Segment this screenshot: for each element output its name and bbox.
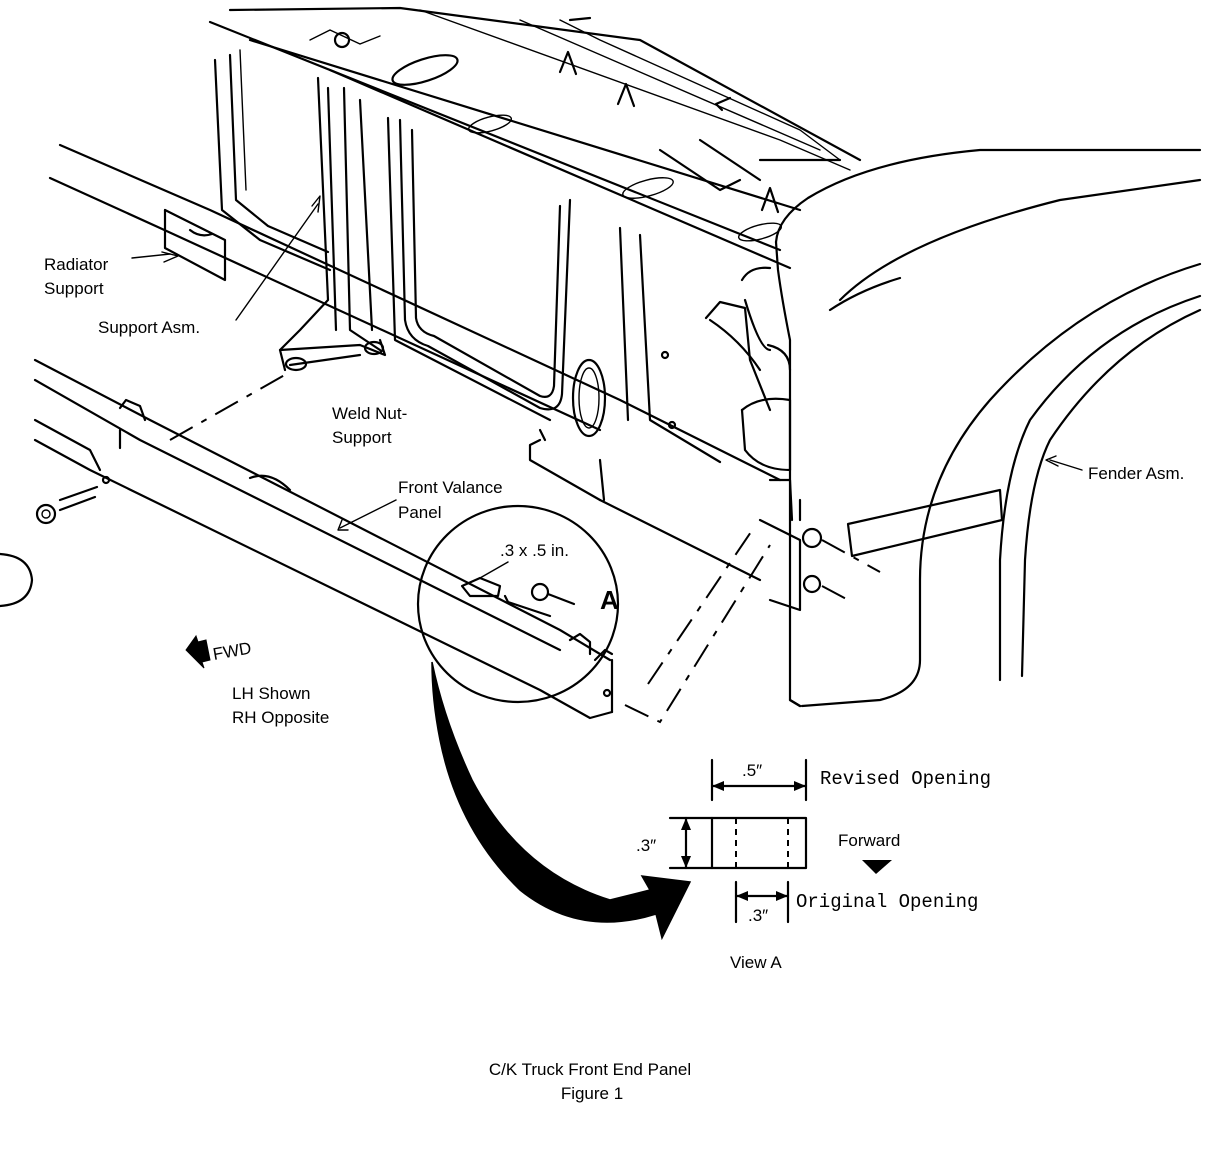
label-weld-nut-line1: Weld Nut- <box>332 404 407 423</box>
lower-support-structure <box>48 143 802 612</box>
view-a-title: View A <box>730 953 782 972</box>
fender-assembly <box>774 148 1202 708</box>
front-valance-panel <box>33 358 614 720</box>
bolt-center <box>530 582 576 606</box>
view-a-magnifier-circle <box>416 504 620 704</box>
label-fender-asm: Fender Asm. <box>1088 464 1184 483</box>
view-a-dim-original: .3″ <box>748 906 768 925</box>
view-a-revised-opening: Revised Opening <box>820 768 991 790</box>
fwd-arrow-icon <box>185 634 211 669</box>
caption-figure: Figure 1 <box>561 1084 623 1103</box>
caption-title: C/K Truck Front End Panel <box>489 1060 691 1079</box>
view-a-dim-height: .3″ <box>636 836 656 855</box>
view-a-dim-width: .5″ <box>742 761 762 780</box>
view-a-original-opening: Original Opening <box>796 891 978 913</box>
label-weld-nut-line2: Support <box>332 428 392 447</box>
headlamp-area <box>704 266 794 522</box>
label-radiator-support-line1: Radiator <box>44 255 109 274</box>
label-support-asm: Support Asm. <box>98 318 200 337</box>
revised-opening-rect <box>710 816 808 870</box>
label-front-valance-line2: Panel <box>398 503 441 522</box>
label-radiator-support-line2: Support <box>44 279 104 298</box>
alignment-dash-lines <box>169 371 881 724</box>
curved-arrow-to-view-a <box>431 661 692 941</box>
label-view-marker-a: A <box>600 585 619 615</box>
radiator-support-left-frame <box>213 49 387 372</box>
fender-bolts <box>801 527 823 594</box>
forward-arrow-icon <box>862 860 892 874</box>
view-a-forward: Forward <box>838 831 900 850</box>
view-a-detail <box>668 758 892 924</box>
bolt-left <box>35 485 99 525</box>
edge-circle <box>0 552 34 608</box>
leader-lines <box>131 195 1083 579</box>
label-front-valance-line1: Front Valance <box>398 478 503 497</box>
label-opening-size: .3 x .5 in. <box>500 541 569 560</box>
label-fwd: FWD <box>211 639 252 664</box>
label-lh-shown: LH Shown <box>232 684 310 703</box>
label-rh-opposite: RH Opposite <box>232 708 329 727</box>
radiator-support-top-rail <box>208 6 862 270</box>
